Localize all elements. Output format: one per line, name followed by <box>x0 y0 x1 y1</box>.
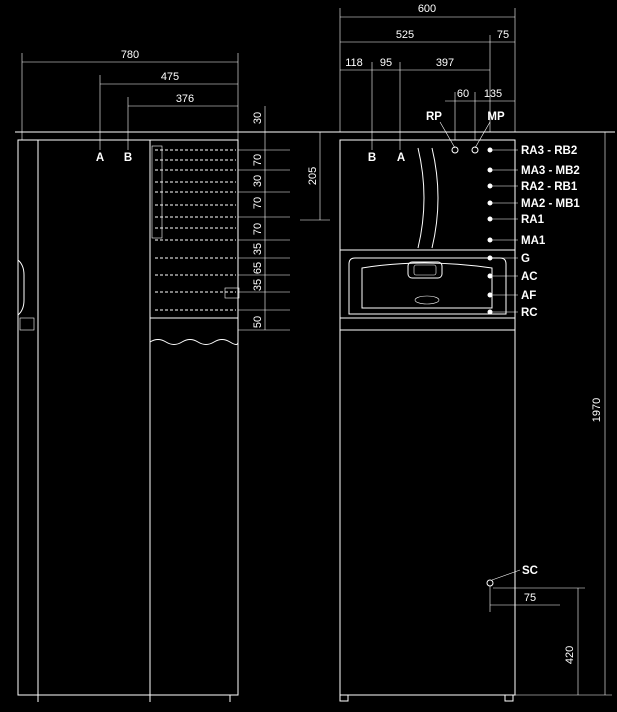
dim-right-70a: 70 <box>252 154 264 166</box>
dim-right-35a: 35 <box>252 243 264 255</box>
pipe-group <box>151 145 240 311</box>
label-rc: RC <box>521 307 538 319</box>
dim-420: 420 <box>564 646 576 664</box>
left-view: 780 475 376 A B <box>15 49 330 702</box>
dim-right-65: 65 <box>252 262 264 274</box>
dim-780: 780 <box>121 49 139 61</box>
label-g: G <box>521 253 530 265</box>
dim-75-bottom: 75 <box>524 592 536 604</box>
dim-75-top: 75 <box>497 29 509 41</box>
section-letter-a-left: A <box>96 152 104 164</box>
label-ma1: MA1 <box>521 235 546 247</box>
dim-525: 525 <box>396 29 414 41</box>
label-ra2-rb1: RA2 - RB1 <box>521 181 578 193</box>
dim-205: 205 <box>307 167 319 185</box>
label-rp: RP <box>426 111 442 123</box>
dim-376: 376 <box>176 93 194 105</box>
dim-118: 118 <box>345 57 363 69</box>
label-ac: AC <box>521 271 538 283</box>
section-letter-a-right: A <box>397 152 405 164</box>
dim-right-70c: 70 <box>252 223 264 235</box>
dim-right-50: 50 <box>252 316 264 328</box>
label-mp: MP <box>487 111 505 123</box>
label-ma2-mb1: MA2 - MB1 <box>521 198 580 210</box>
dim-600: 600 <box>418 3 436 15</box>
connection-points <box>487 147 518 315</box>
dim-397: 397 <box>436 57 454 69</box>
dim-1970: 1970 <box>591 398 603 422</box>
label-af: AF <box>521 290 536 302</box>
section-letter-b-left: B <box>124 152 132 164</box>
dim-95: 95 <box>380 57 392 69</box>
label-ma3-mb2: MA3 - MB2 <box>521 165 580 177</box>
dim-right-30b: 30 <box>252 175 264 187</box>
dim-135: 135 <box>484 88 502 100</box>
label-ra3-rb2: RA3 - RB2 <box>521 145 577 157</box>
dim-right-70b: 70 <box>252 197 264 209</box>
label-sc: SC <box>522 565 538 577</box>
dim-475: 475 <box>161 71 179 83</box>
section-letter-b-right: B <box>368 152 376 164</box>
dim-60: 60 <box>457 88 469 100</box>
label-ra1: RA1 <box>521 214 545 226</box>
right-view: 600 525 75 118 95 397 60 135 RP MP <box>330 3 615 702</box>
dim-right-30a: 30 <box>252 112 264 124</box>
dim-right-35b: 35 <box>252 279 264 291</box>
